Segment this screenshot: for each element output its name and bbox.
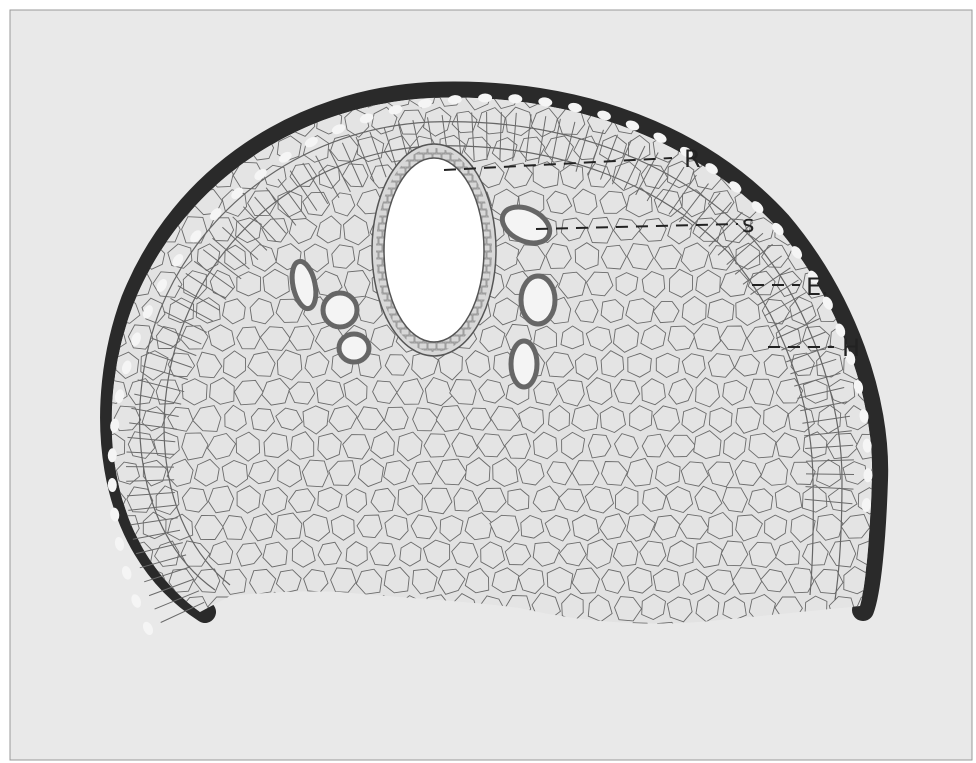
label-H: H — [842, 334, 860, 362]
label-E: E. — [806, 273, 829, 301]
label-R: R — [684, 145, 701, 173]
label-s: s — [742, 210, 755, 238]
